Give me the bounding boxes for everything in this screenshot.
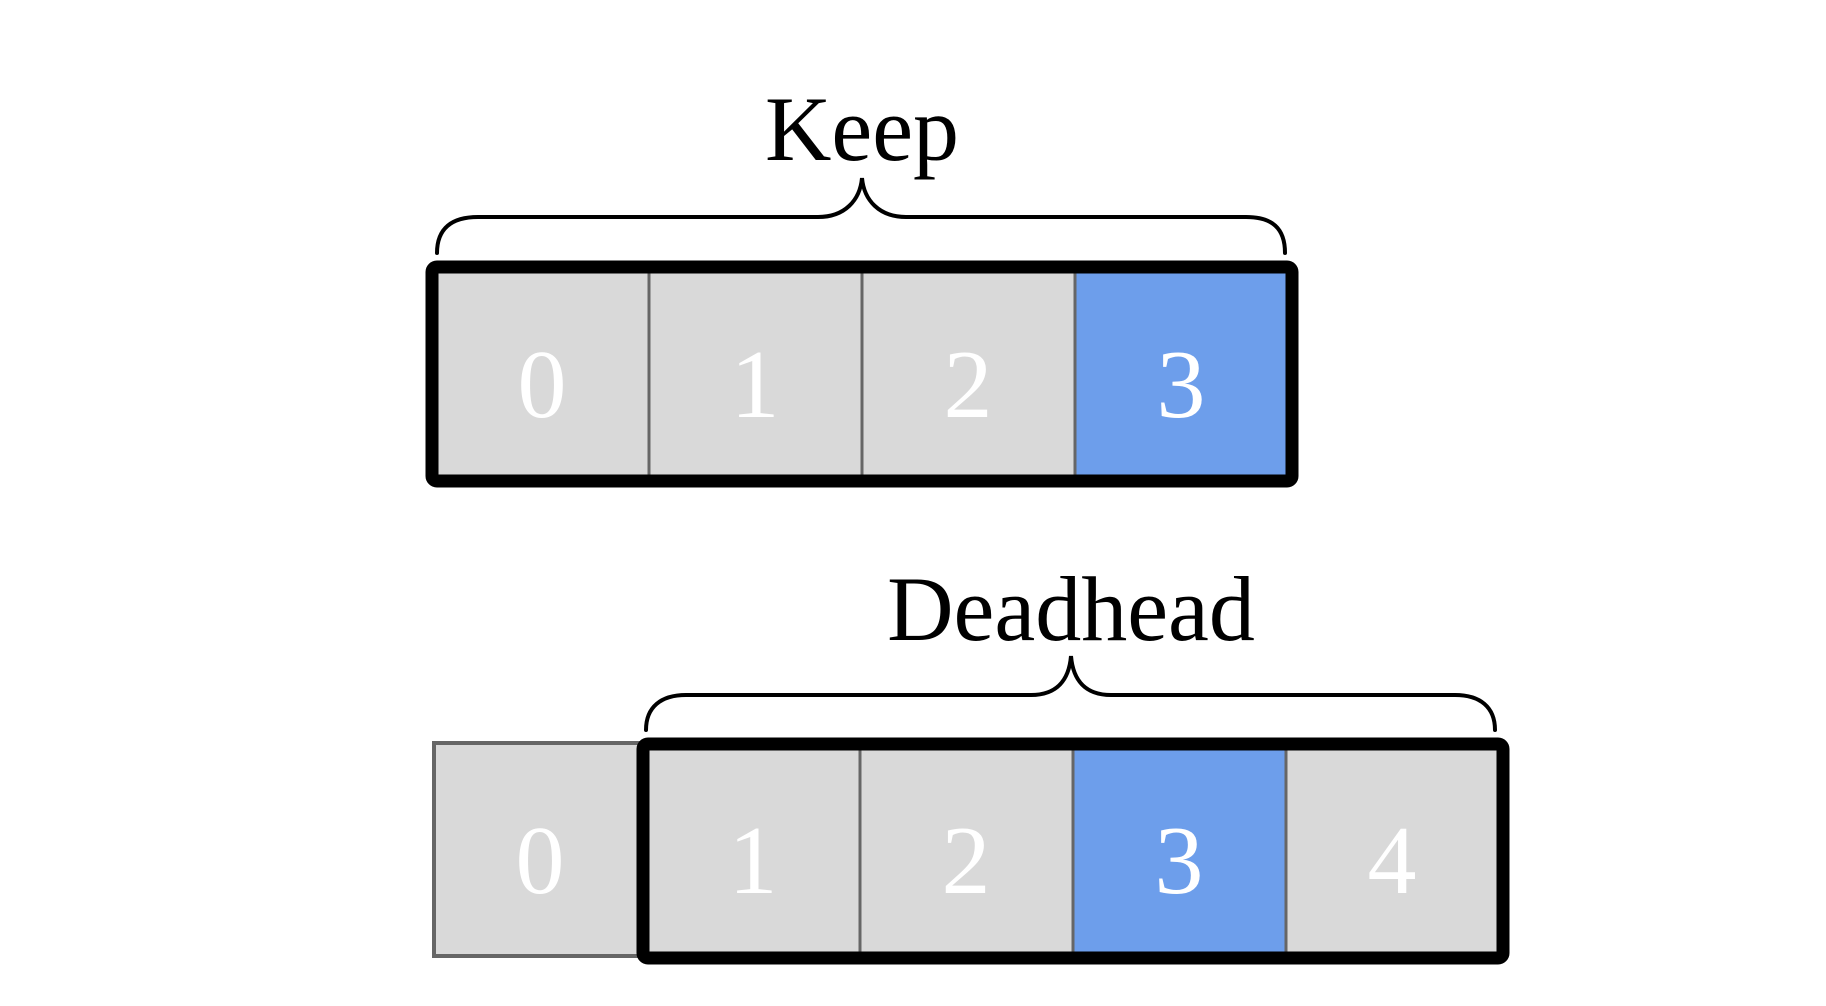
keep-cell-3 <box>1073 269 1290 479</box>
deadhead-cell-1-label: 1 <box>729 807 778 915</box>
deadhead-cell-2 <box>858 746 1075 956</box>
deadhead-group: Deadhead 0 1 2 3 4 <box>432 558 1510 965</box>
keep-cell-1-label: 1 <box>731 331 780 439</box>
keep-brace <box>435 177 1287 255</box>
deadhead-cell-4-label: 4 <box>1368 807 1417 915</box>
keep-cell-3-label: 3 <box>1157 331 1206 439</box>
deadhead-dropped-cell <box>432 741 649 958</box>
keep-cell-2-label: 2 <box>944 331 993 439</box>
deadhead-brace <box>644 655 1497 732</box>
keep-cell-1 <box>647 269 864 479</box>
keep-cell-0-label: 0 <box>518 331 567 439</box>
keep-cell-0 <box>434 269 651 479</box>
keep-group: Keep 0 1 2 3 <box>425 78 1299 488</box>
keep-window-frame <box>425 260 1299 488</box>
deadhead-cell-3 <box>1071 746 1288 956</box>
deadhead-cell-3-label: 3 <box>1155 807 1204 915</box>
keep-label: Keep <box>765 78 959 180</box>
deadhead-dropped-cell-label: 0 <box>516 807 565 915</box>
deadhead-label: Deadhead <box>887 558 1255 660</box>
deadhead-cell-4 <box>1284 746 1501 956</box>
deadhead-window-frame <box>636 737 1510 965</box>
deadhead-cell-2-label: 2 <box>942 807 991 915</box>
